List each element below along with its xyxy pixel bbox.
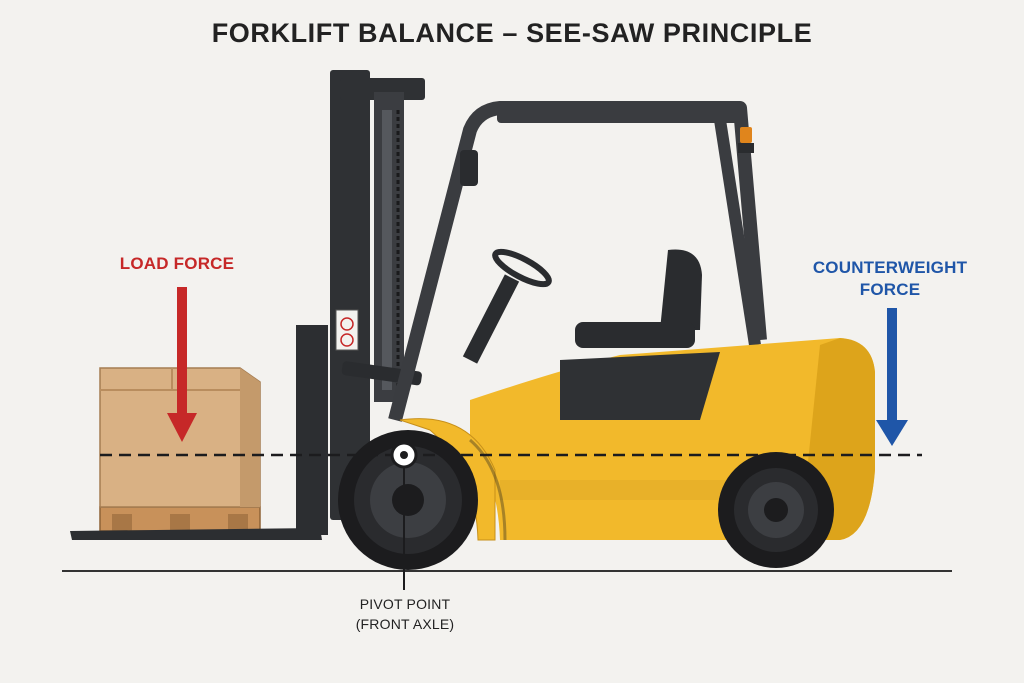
counterweight-force-label-line2: FORCE (859, 280, 921, 299)
front-wheel (338, 430, 478, 570)
counterweight-force-label-line1: COUNTERWEIGHT (812, 258, 968, 277)
pivot-label-line1: PIVOT POINT (359, 596, 451, 612)
operator-seat (575, 249, 702, 348)
counterweight-force-arrow (876, 308, 908, 446)
cab-frame (388, 101, 767, 422)
diagram-title: FORKLIFT BALANCE – SEE-SAW PRINCIPLE (211, 18, 813, 48)
rear-wheel (718, 452, 834, 568)
mast (330, 70, 425, 520)
load-force-label: LOAD FORCE (119, 254, 235, 273)
load-force-arrow (167, 287, 197, 442)
pivot-marker (390, 441, 418, 590)
pivot-label-line2: (FRONT AXLE) (355, 616, 455, 632)
forks (70, 325, 328, 540)
steering-wheel (462, 248, 552, 364)
